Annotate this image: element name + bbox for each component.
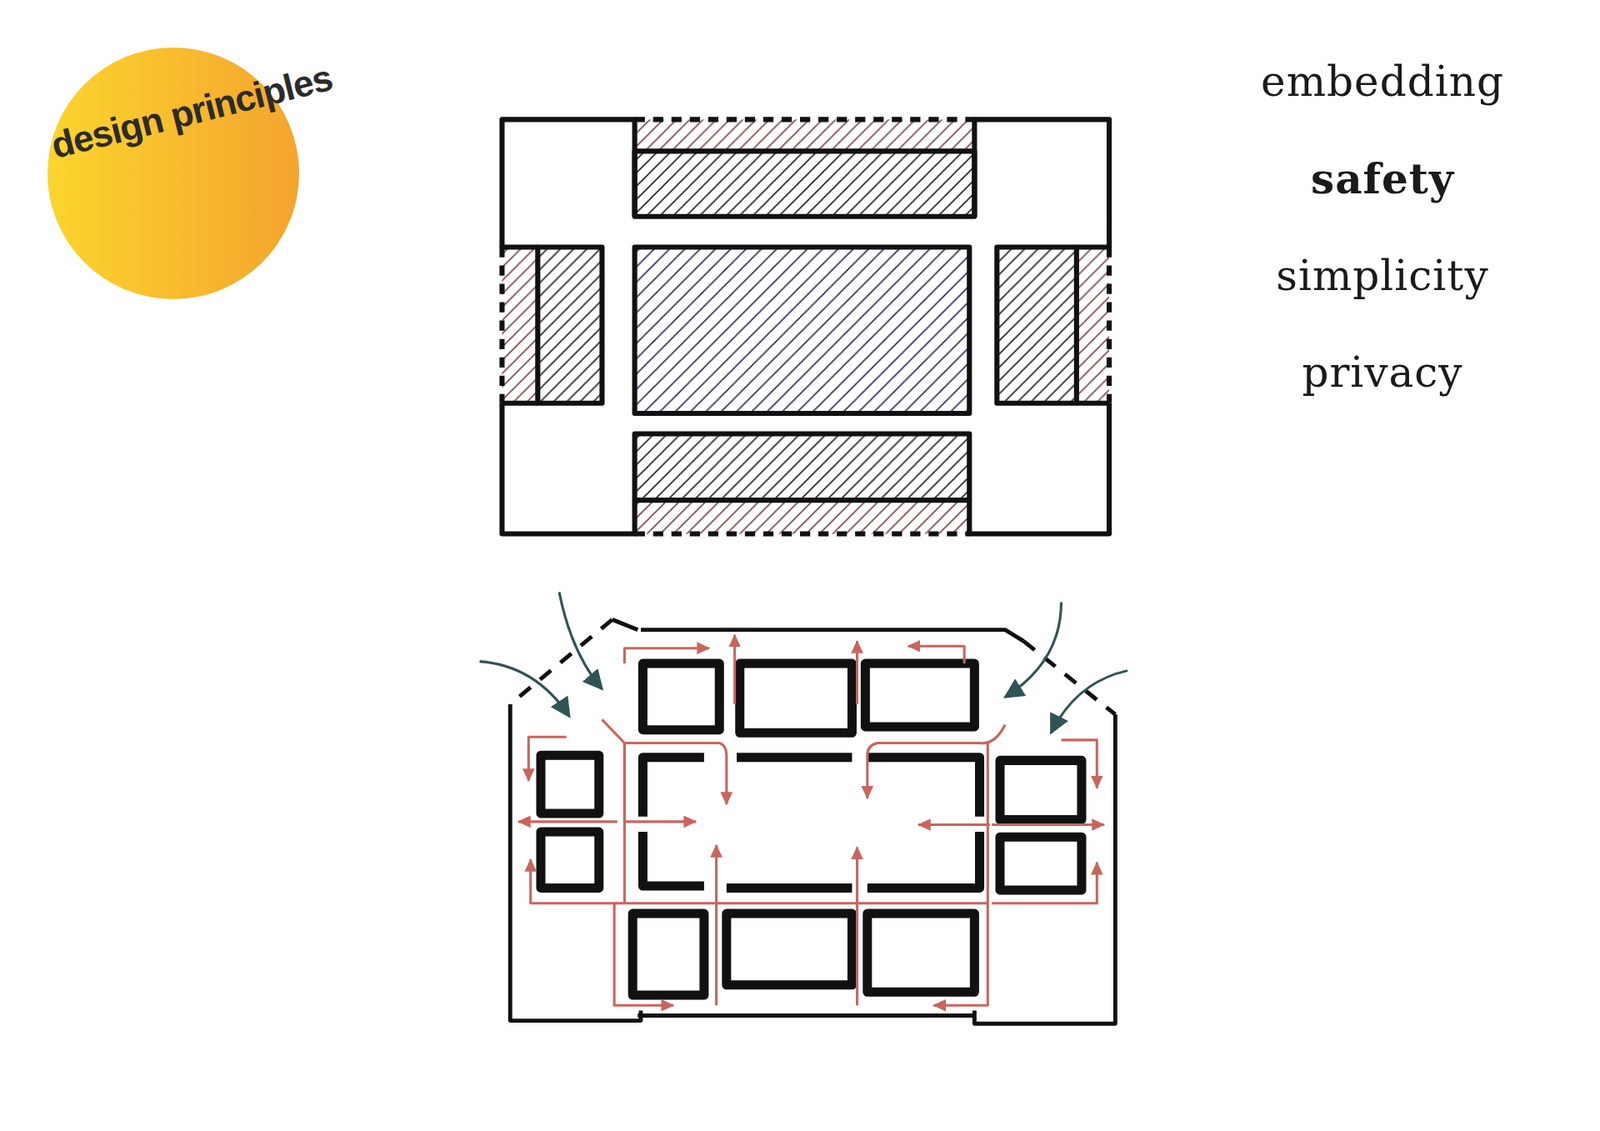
principle-word: privacy <box>1301 348 1463 397</box>
zoning-plan <box>501 119 1110 534</box>
principle-word: safety <box>1310 154 1455 204</box>
principle-word: embedding <box>1260 57 1505 106</box>
circulation-plan <box>480 591 1129 1024</box>
title-badge: design principles <box>33 41 359 317</box>
principle-word: simplicity <box>1275 251 1489 300</box>
